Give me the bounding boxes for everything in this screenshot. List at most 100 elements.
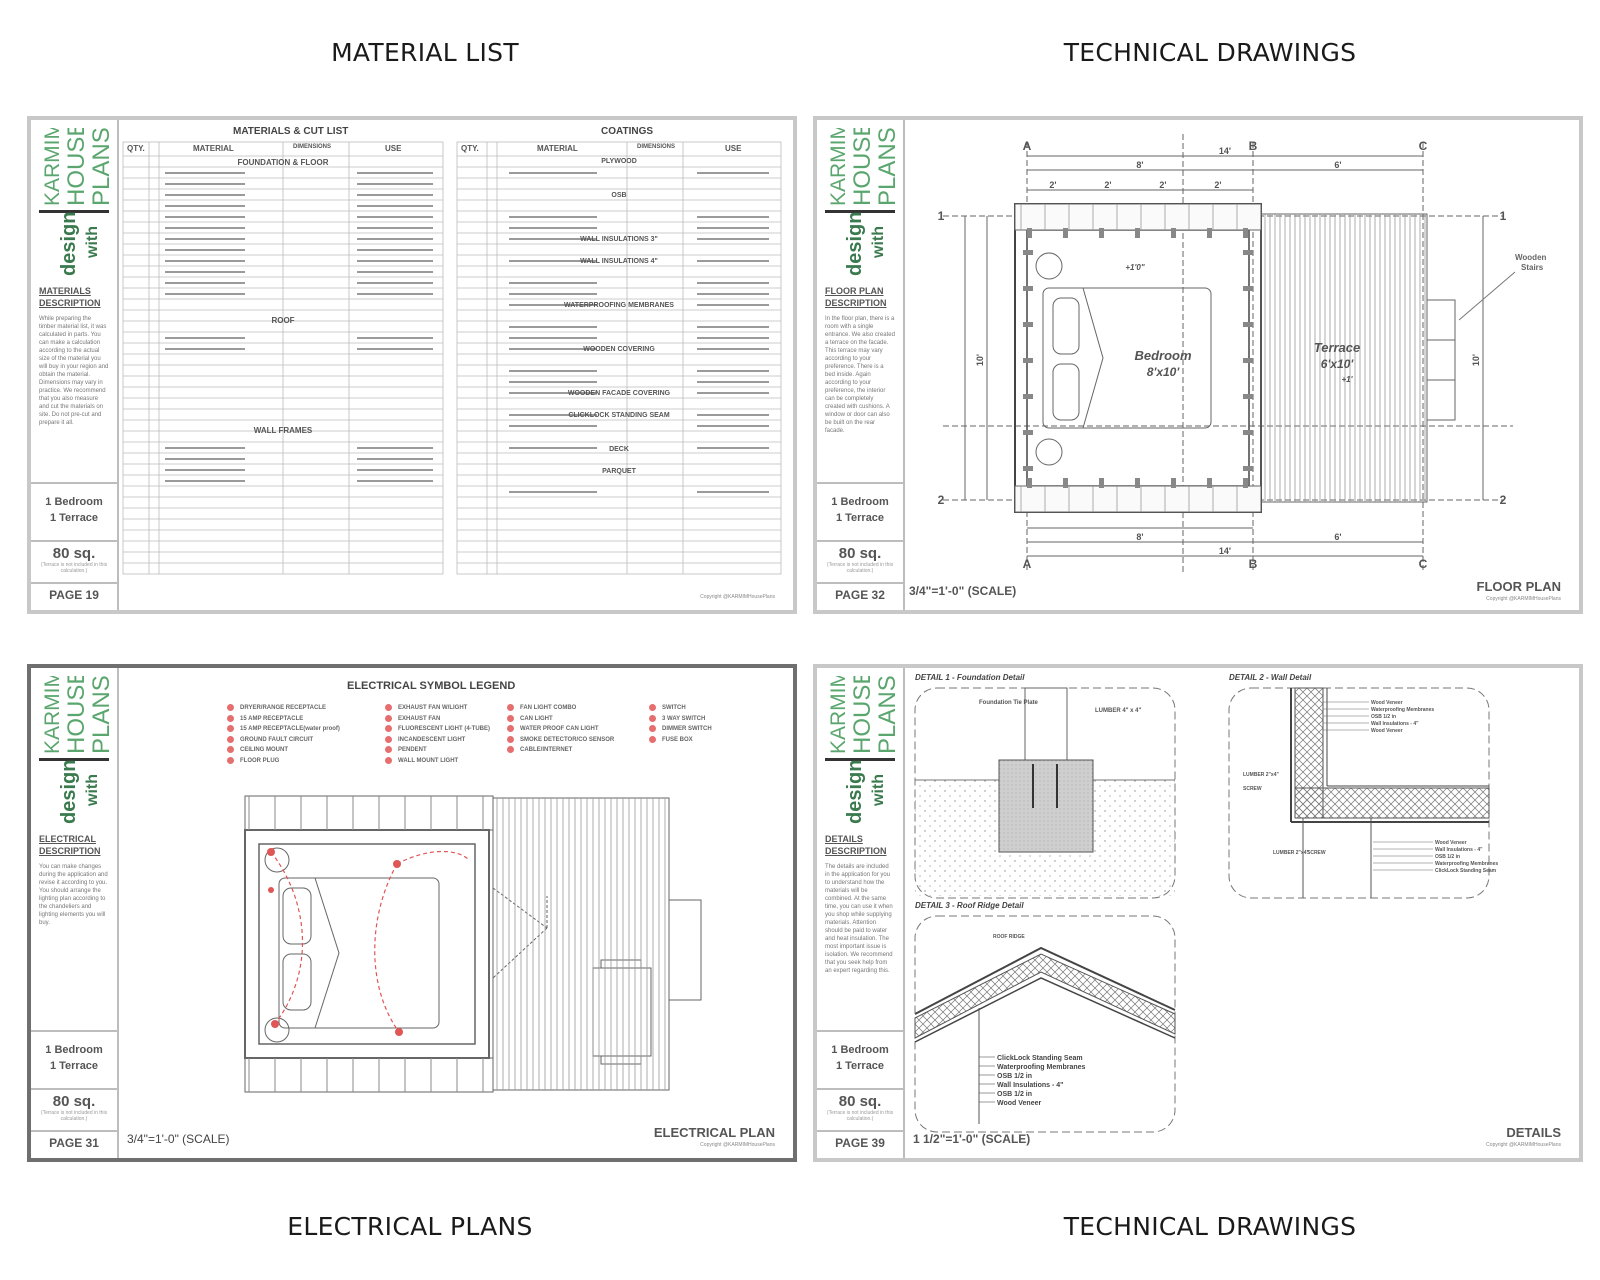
sheet-electrical-plan[interactable]: KARMIM HOUSE PLANS design with ELECTRICA…	[27, 664, 797, 1162]
legend-item: FLOOR PLUG	[227, 756, 377, 767]
area-box: 80 sq. (Terrace is not included in this …	[817, 540, 903, 582]
sheet-material-list[interactable]: KARMIM HOUSE PLANS design with MATERIALS…	[27, 116, 797, 614]
legend-item: 15 AMP RECEPTACLE(water proof)	[227, 725, 377, 735]
copyright: Copyright @KARMIMHousePlans	[700, 1142, 775, 1148]
brand-with: with	[870, 226, 887, 259]
d2-small-label: SCREW	[1307, 850, 1326, 856]
legend-item: WATER PROOF CAN LIGHT	[507, 725, 637, 735]
right-section-heading: WATERPROOFING MEMBRANES	[564, 302, 674, 309]
legend-label: CEILING MOUNT	[240, 747, 288, 754]
brand-house: HOUSE	[63, 128, 90, 206]
legend-label: CAN LIGHT	[520, 715, 553, 722]
dim-sub-4: 2'	[1214, 180, 1221, 190]
sidebar: KARMIM HOUSE PLANS design with MATERIALS…	[31, 120, 119, 610]
caption-technical-drawings-bottom: TECHNICAL DRAWINGS	[1063, 1212, 1357, 1241]
side-title: MATERIALS DESCRIPTION	[39, 286, 101, 308]
legend-label: EXHAUST FAN W/LIGHT	[398, 705, 468, 712]
legend-symbol-icon	[385, 704, 392, 711]
legend-symbol-icon	[507, 735, 514, 743]
d3-label: OSB 1/2 in	[997, 1073, 1032, 1080]
legend-symbol-icon	[507, 704, 514, 711]
legend-symbol-icon	[227, 725, 234, 732]
area-value: 80 sq.	[838, 545, 882, 562]
brand-logo: KARMIM HOUSE PLANS design with	[39, 676, 111, 824]
legend-symbol-icon	[507, 725, 514, 732]
side-title: ELECTRICAL DESCRIPTION	[39, 834, 101, 856]
brand-with: with	[870, 774, 887, 807]
rooms-line2: 1 Terrace	[835, 512, 885, 524]
legend-item: INCANDESCENT LIGHT	[385, 735, 515, 746]
d3-ridge-label: ROOF RIDGE	[993, 934, 1025, 940]
legend-item: SWITCH	[649, 704, 749, 714]
brand-logo: KARMIM HOUSE PLANS design with	[825, 676, 897, 824]
right-section-heading: DECK	[609, 446, 629, 453]
legend-label: WATER PROOF CAN LIGHT	[520, 726, 599, 733]
room-bedroom-dim: 8'x10'	[1147, 365, 1181, 379]
right-section-heading: WALL INSULATIONS 3"	[580, 236, 658, 243]
brand-design: design	[844, 212, 866, 276]
legend-label: 3 WAY SWITCH	[662, 715, 706, 722]
header-material: MATERIAL	[537, 144, 578, 153]
dim-sub-1: 2'	[1049, 180, 1056, 190]
caption-electrical-plans: ELECTRICAL PLANS	[287, 1212, 533, 1241]
tables-svg	[122, 141, 782, 575]
brand-karmim: KARMIM	[41, 676, 64, 754]
right-section-heading: OSB	[611, 192, 627, 199]
d3-label: Waterproofing Membranes	[997, 1064, 1086, 1071]
d3-label: ClickLock Standing Seam	[997, 1055, 1083, 1062]
right-section-heading: PARQUET	[602, 468, 636, 475]
legend-symbol-icon	[649, 714, 656, 722]
side-description: While preparing the timber material list…	[39, 316, 109, 426]
sheet-floor-plan[interactable]: KARMIM HOUSE PLANS design with FLOOR PLA…	[813, 116, 1583, 614]
brand-plans: PLANS	[88, 128, 111, 206]
legend-item: DRYER/RANGE RECEPTACLE	[227, 704, 377, 714]
d3-label: Wall Insulations - 4"	[997, 1082, 1063, 1089]
brand-plans: PLANS	[88, 676, 111, 754]
legend-item: PENDENT	[385, 746, 515, 756]
brand-house: HOUSE	[63, 676, 90, 754]
detail3-title: DETAIL 3 - Roof Ridge Detail	[915, 901, 1024, 910]
legend-label: FLUORESCENT LIGHT (4-TUBE)	[398, 726, 490, 733]
legend-label: SMOKE DETECTOR/CO SENSOR	[520, 736, 615, 743]
page-number: PAGE 32	[817, 582, 903, 606]
grid-2-left: 2	[938, 493, 945, 507]
legend-symbol-icon	[385, 725, 392, 732]
legend-label: GROUND FAULT CIRCUIT	[240, 736, 314, 743]
left-headers: QTY. MATERIAL DIMENSIONS USE	[123, 144, 443, 158]
legend-label: 15 AMP RECEPTACLE(water proof)	[240, 726, 340, 733]
left-section-heading: FOUNDATION & FLOOR	[237, 158, 329, 167]
sidebar: KARMIM HOUSE PLANS design with DETAILS D…	[817, 668, 905, 1158]
rooms-box: 1 Bedroom 1 Terrace	[817, 1030, 903, 1088]
side-description: In the floor plan, there is a room with …	[825, 316, 895, 434]
d2-label-b: Wall Insulations - 4"	[1435, 847, 1483, 853]
material-tables: MATERIALS & CUT LIST COATINGS QTY. MATER…	[117, 120, 793, 610]
area-note: (Terrace is not included in this calcula…	[40, 1110, 108, 1122]
legend-symbol-icon	[507, 714, 514, 722]
brand-plans: PLANS	[874, 676, 897, 754]
dim-right-bottom: 6'	[1334, 532, 1341, 542]
header-use: USE	[385, 144, 402, 153]
header-qty: QTY.	[461, 144, 479, 153]
rooms-box: 1 Bedroom 1 Terrace	[817, 482, 903, 540]
area-box: 80 sq. (Terrace is not included in this …	[31, 540, 117, 582]
right-section-heading: PLYWOOD	[601, 158, 637, 165]
sidebar: KARMIM HOUSE PLANS design with FLOOR PLA…	[817, 120, 905, 610]
side-description: You can make changes during the applicat…	[39, 864, 108, 926]
legend-item: 15 AMP RECEPTACLE	[227, 714, 377, 725]
right-section-heading: WOODEN FACADE COVERING	[567, 390, 671, 397]
d2-small-label: SCREW	[1243, 786, 1262, 792]
grid-1-right: 1	[1500, 209, 1507, 223]
legend-item: CEILING MOUNT	[227, 746, 377, 756]
d1-label-lumber: LUMBER 4" x 4"	[1095, 708, 1142, 714]
legend-label: FLOOR PLUG	[240, 757, 280, 764]
copyright: Copyright @KARMIMHousePlans	[1486, 1142, 1561, 1148]
d2-label-b: ClickLock Standing Seam	[1435, 868, 1497, 874]
legend-item: FLUORESCENT LIGHT (4-TUBE)	[385, 725, 515, 735]
brand-house: HOUSE	[849, 676, 876, 754]
legend-item: CABLE/INTERNET	[507, 746, 637, 756]
copyright: Copyright @KARMIMHousePlans	[1486, 596, 1561, 602]
legend-item: EXHAUST FAN	[385, 714, 515, 725]
sheet-details[interactable]: KARMIM HOUSE PLANS design with DETAILS D…	[813, 664, 1583, 1162]
area-value: 80 sq.	[52, 545, 96, 562]
legend-label: SWITCH	[662, 705, 686, 712]
